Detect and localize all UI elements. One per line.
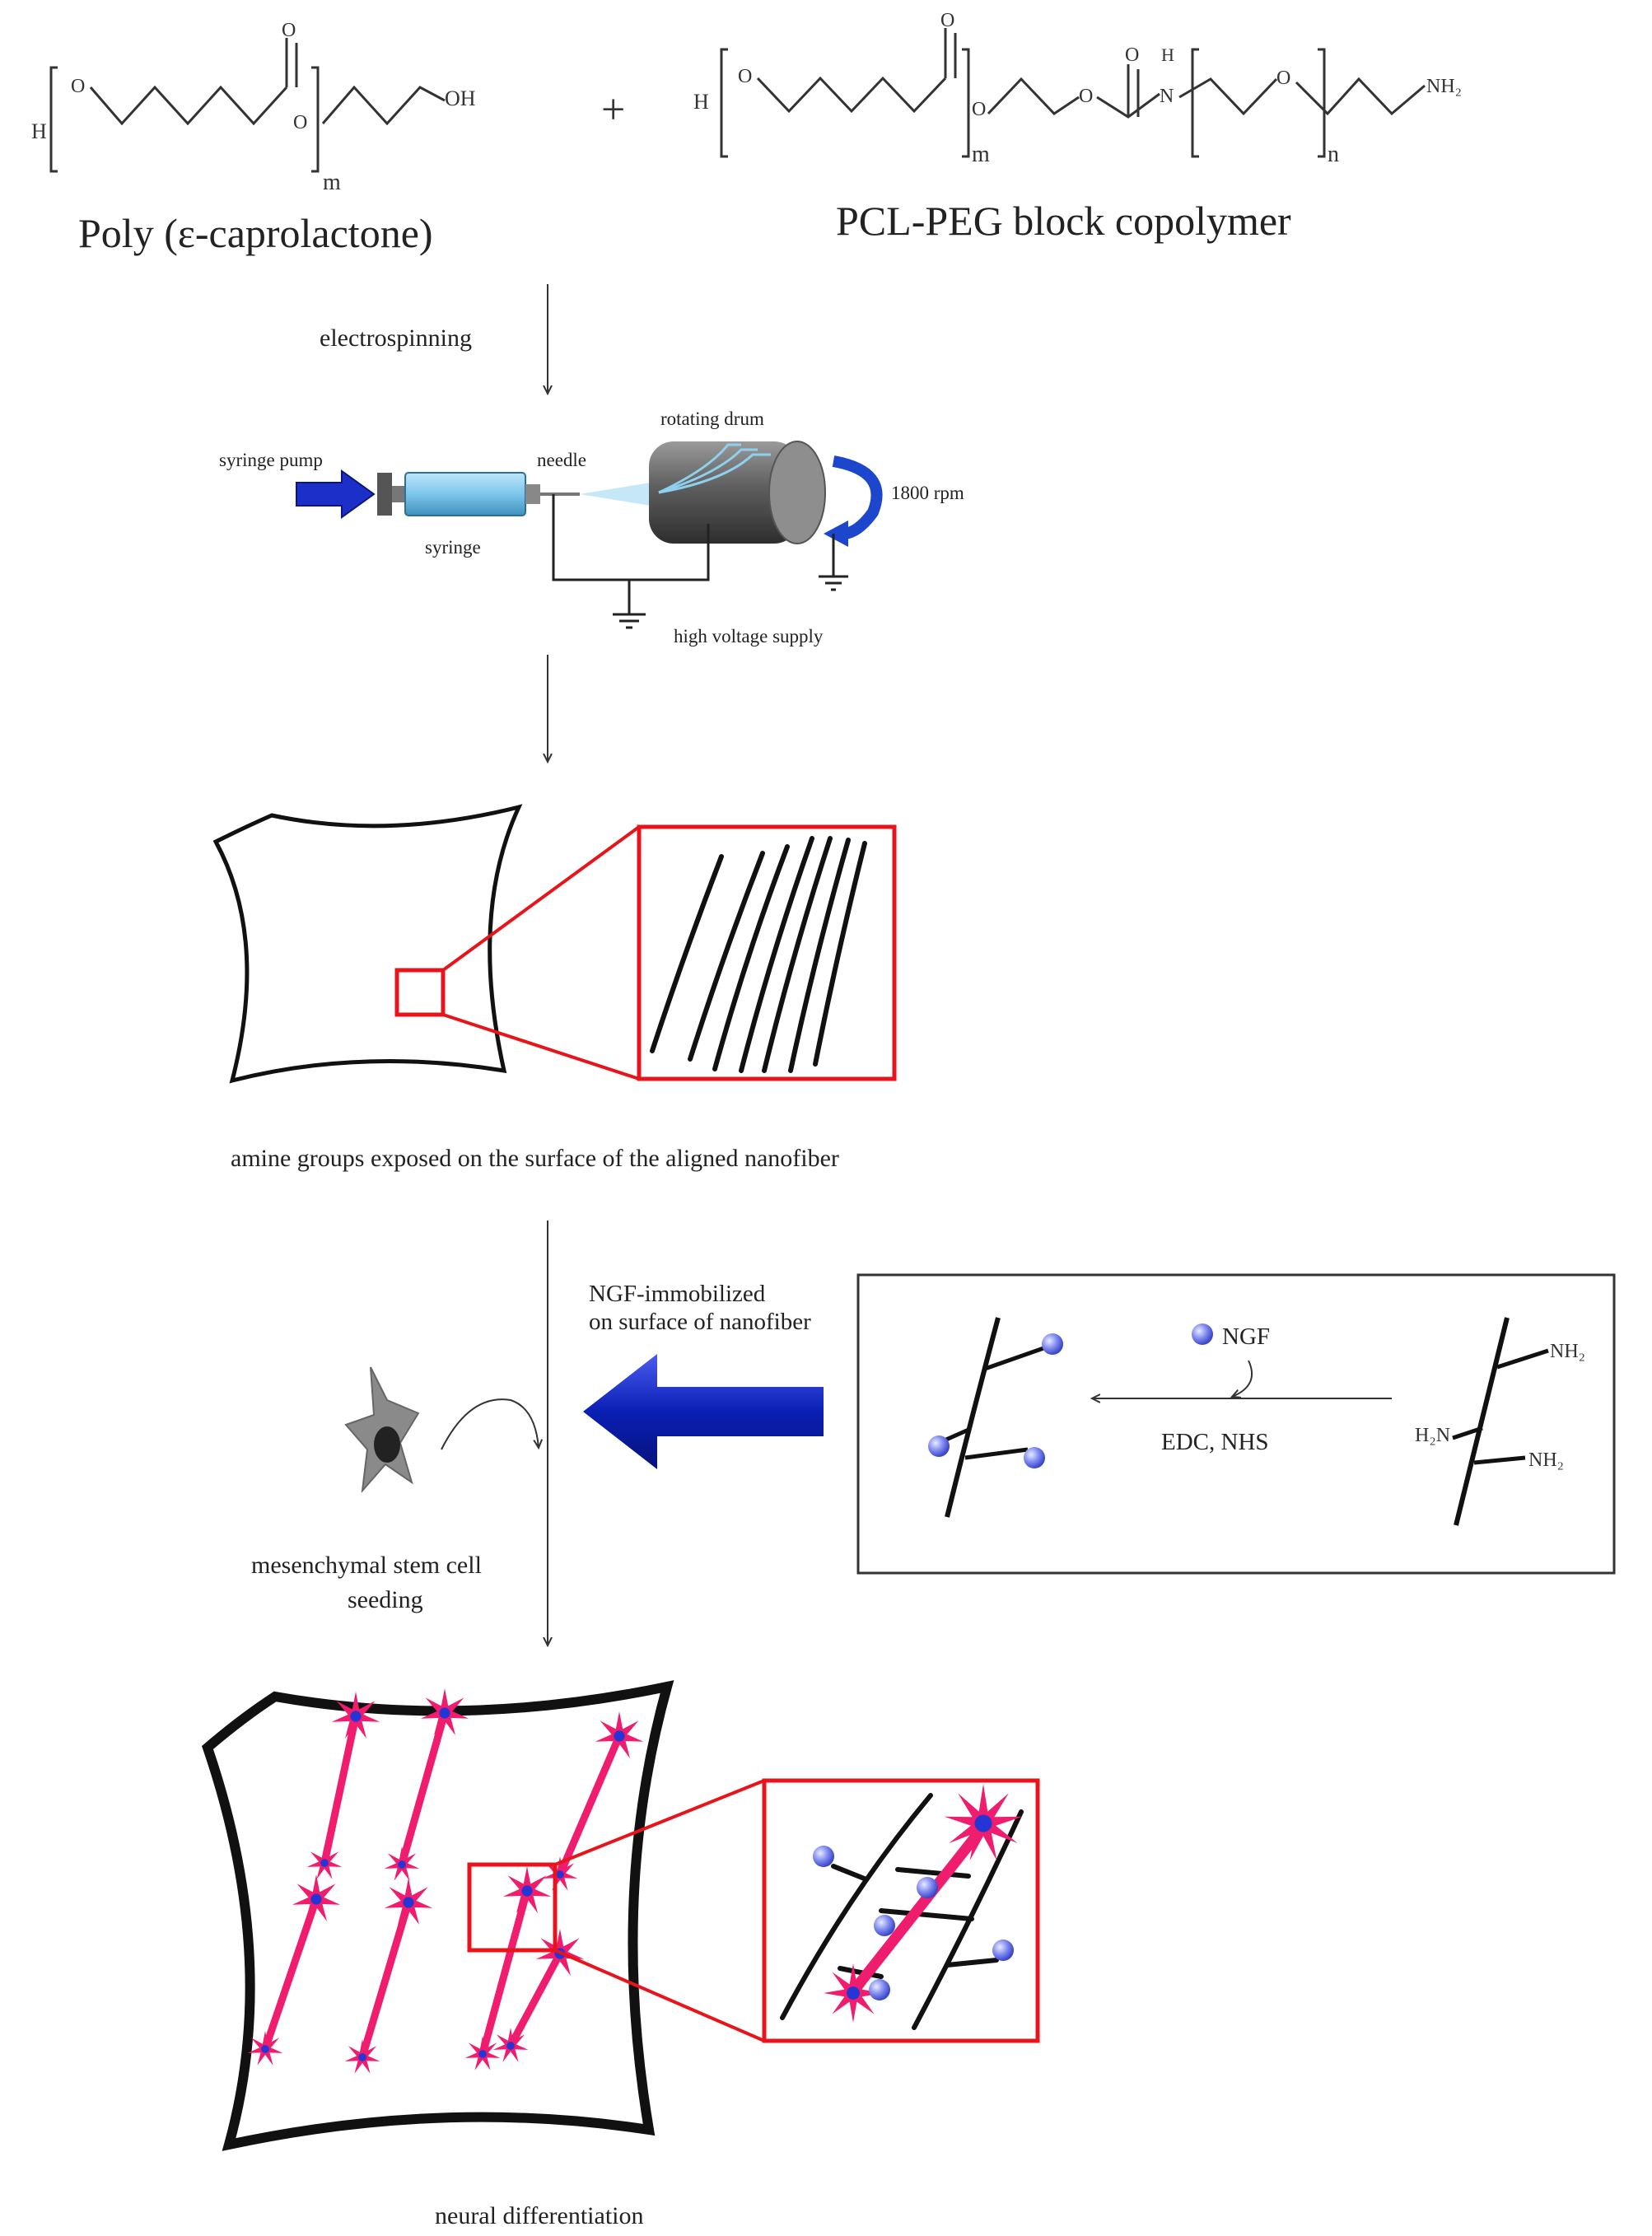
- atom-o-carbamate: O: [1125, 44, 1139, 66]
- ngf-sphere: [928, 1435, 950, 1457]
- atom-o-ester: O: [293, 112, 307, 133]
- subscript-m: m: [323, 170, 341, 195]
- pcl-structure: H O O O m OH: [31, 20, 476, 195]
- ngf-immobilized-label-1: NGF-immobilized: [589, 1281, 766, 1307]
- neurite: [556, 1732, 623, 1879]
- ngf-immobilized-label-2: on surface of nanofiber: [589, 1309, 811, 1335]
- ngf-label: NGF: [1222, 1323, 1270, 1350]
- pump-arrow-icon: [296, 469, 376, 519]
- ngf-legend-sphere: [1192, 1323, 1213, 1345]
- ngf-sphere: [917, 1877, 938, 1898]
- atom-nh2: NH₂: [1426, 76, 1462, 97]
- rotation-arrow-icon: [832, 455, 883, 540]
- high-voltage-label: high voltage supply: [674, 626, 824, 647]
- zoomed-terminal: [824, 1963, 883, 2023]
- zoom-region: [467, 1862, 558, 1953]
- atom-h2n: H₂N: [1415, 1425, 1450, 1446]
- stem-cell-icon: [344, 1366, 420, 1494]
- circuit-wire: [552, 494, 710, 581]
- plunger-icon: [377, 473, 392, 516]
- ngf-sphere: [1042, 1333, 1063, 1355]
- amine-fiber: NH₂ H₂N NH₂: [1415, 1317, 1585, 1526]
- zoom-region: [394, 968, 446, 1017]
- neuron-terminal: [384, 1846, 420, 1881]
- ngf-reaction-box: [856, 1273, 1616, 1575]
- pcl-label: Poly (ε-caprolactone): [78, 210, 433, 256]
- neuron-terminal: [344, 2039, 380, 2074]
- electrospinning-label: electrospinning: [320, 324, 472, 352]
- atom-o-carbonyl: O: [282, 20, 296, 41]
- neuron-soma: [595, 1711, 644, 1758]
- syringe-label: syringe: [425, 537, 481, 558]
- atom-h-amide: H: [1161, 44, 1174, 65]
- ngf-fiber: [928, 1317, 1063, 1518]
- msc-label-2: seeding: [348, 1586, 423, 1613]
- neuron-soma: [502, 1866, 552, 1913]
- atom-n: N: [1160, 86, 1174, 107]
- atom-h: H: [693, 90, 709, 114]
- rotating-drum-icon: [649, 441, 826, 544]
- pcl-peg-structure: H O O m O O O N H O n NH₂: [693, 10, 1462, 167]
- seeding-curved-arrow: [441, 1398, 539, 1450]
- ngf-sphere: [813, 1846, 834, 1867]
- zoomed-soma: [944, 1784, 1023, 1861]
- atom-h: H: [31, 119, 47, 143]
- ngf-sphere: [1024, 1447, 1045, 1468]
- atom-o-peg: O: [1276, 68, 1290, 89]
- ngf-sphere: [874, 1915, 895, 1936]
- needle-label: needle: [537, 450, 586, 470]
- neuron-soma: [292, 1874, 341, 1921]
- electrospray-jet-icon: [580, 483, 651, 506]
- ngf-sphere: [992, 1940, 1014, 1961]
- neuron-terminal: [464, 2036, 501, 2070]
- atom-nh2: NH₂: [1528, 1449, 1564, 1471]
- subscript-n: n: [1328, 142, 1339, 167]
- atom-o-link: O: [1079, 86, 1093, 107]
- big-left-arrow-icon: [583, 1354, 824, 1469]
- amine-caption: amine groups exposed on the surface of t…: [231, 1145, 839, 1172]
- neuron-soma: [384, 1878, 433, 1925]
- edc-nhs-label: EDC, NHS: [1161, 1429, 1269, 1455]
- rpm-label: 1800 rpm: [891, 483, 964, 503]
- zoomed-neuron: [780, 1784, 1024, 2030]
- differentiated-mat: [202, 1680, 1040, 2151]
- syringe-icon: [404, 472, 526, 516]
- atom-nh2: NH₂: [1550, 1341, 1585, 1362]
- nanofiber-mat: [212, 804, 897, 1084]
- neuron-terminal: [492, 2028, 529, 2062]
- neurite: [320, 1712, 360, 1867]
- neurons: [247, 1688, 644, 2074]
- atom-o: O: [71, 76, 85, 97]
- neurite: [261, 1895, 320, 2053]
- neuron-soma: [331, 1692, 380, 1739]
- syringe-pump-label: syringe pump: [219, 450, 323, 470]
- zoom-box: [637, 824, 897, 1081]
- aligned-fibers-icon: [650, 836, 867, 1073]
- ngf-sphere: [869, 1979, 890, 2000]
- msc-label-1: mesenchymal stem cell: [251, 1552, 482, 1579]
- neuron-terminal: [542, 1856, 578, 1891]
- atom-oh: OH: [445, 86, 476, 110]
- neuron-terminal: [306, 1845, 343, 1879]
- neurite: [398, 1709, 449, 1869]
- pcl-peg-label: PCL-PEG block copolymer: [836, 198, 1291, 244]
- ngf-curved-arrow: [1232, 1360, 1253, 1397]
- plus-sign: +: [601, 86, 625, 133]
- neurite: [478, 1887, 531, 2058]
- atom-o: O: [738, 66, 752, 87]
- electrospinning-setup: syringe pump syringe needle rotating dru…: [219, 408, 964, 647]
- atom-o-carbonyl: O: [940, 10, 954, 31]
- rotating-drum-label: rotating drum: [660, 408, 764, 429]
- neuron-soma: [420, 1688, 469, 1735]
- subscript-m: m: [972, 142, 990, 167]
- neural-label: neural differentiation: [435, 2202, 644, 2229]
- neuron-terminal: [247, 2031, 283, 2066]
- neurite: [358, 1898, 413, 2061]
- atom-o-ester: O: [972, 99, 986, 120]
